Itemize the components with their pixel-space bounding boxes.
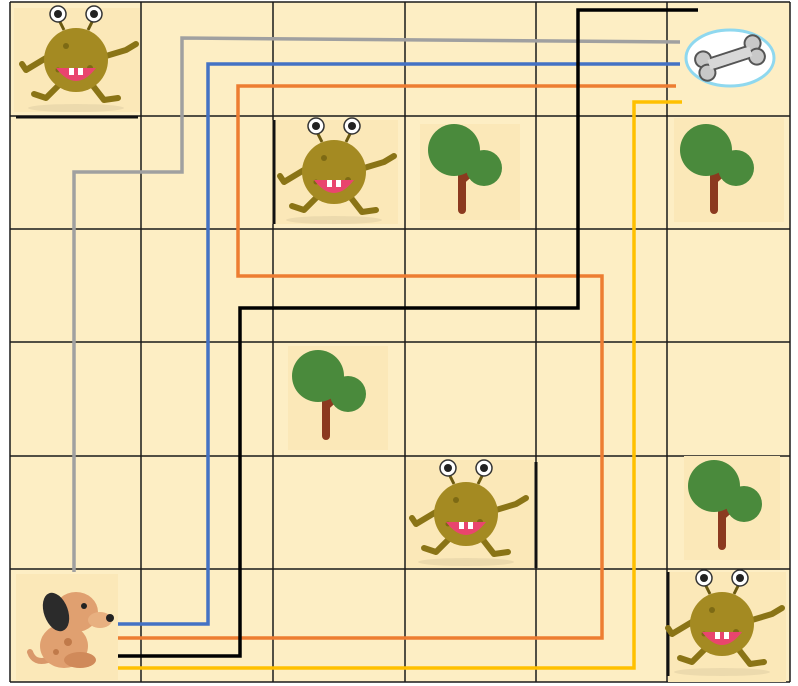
bone-icon[interactable] [686,30,774,86]
